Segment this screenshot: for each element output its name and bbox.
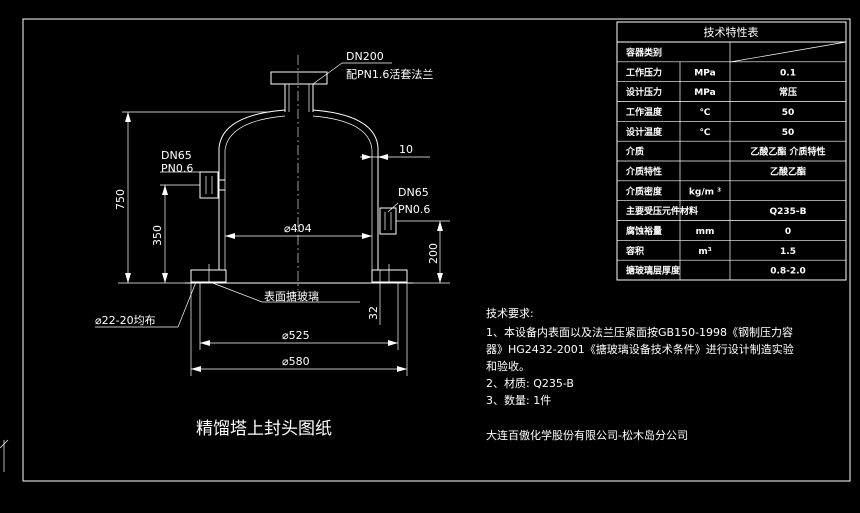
requirements-heading: 技术要求:: [486, 307, 534, 320]
spec-row-name: 主要受压元件材料: [626, 205, 698, 217]
spec-row-value: 50: [782, 108, 795, 118]
dim-580: ⌀580: [282, 355, 310, 368]
requirements-line-1: 1、本设备内表面以及法兰压紧面按GB150-1998《钢制压力容: [486, 325, 793, 339]
drawing-title: 精馏塔上封头图纸: [196, 419, 332, 439]
spec-row-value: 乙酸乙酯: [770, 165, 806, 177]
spec-row-value: 0.8-2.0: [770, 267, 806, 277]
label-dn200: DN200: [346, 50, 384, 63]
label-holes: ⌀22-20均布: [95, 314, 156, 327]
spec-row-value: 乙酸乙酯 介质特性: [750, 146, 825, 158]
spec-row-value: 常压: [779, 86, 797, 98]
label-dn65-right: DN65: [398, 186, 429, 199]
spec-row-name: 腐蚀裕量: [626, 225, 662, 237]
requirements-line-5: 3、数量: 1件: [486, 394, 551, 407]
spec-row-name: 搪玻璃层厚度: [626, 265, 681, 277]
spec-row-value: 0: [785, 227, 791, 237]
technical-requirements: 技术要求: 1、本设备内表面以及法兰压紧面按GB150-1998《钢制压力容 器…: [486, 307, 794, 407]
bottom-flange-left: [190, 269, 227, 283]
spec-table-title: 技术特性表: [704, 25, 759, 39]
top-flange: [270, 71, 328, 85]
spec-row-value: 0.1: [780, 68, 796, 78]
spec-row-name: 设计压力: [626, 86, 662, 98]
spec-row-name: 设计温度: [626, 126, 663, 138]
company-name: 大连百傲化学股份有限公司-松木岛分公司: [486, 428, 688, 442]
spec-row-value: Q235-B: [769, 207, 806, 217]
label-pn-right: PN0.6: [398, 203, 430, 216]
left-nozzle: [199, 171, 219, 199]
ucs-icon: [0, 439, 9, 472]
spec-row-unit: kg/m ³: [689, 187, 721, 197]
bottom-flange-right: [371, 269, 408, 283]
dim-404: ⌀404: [284, 222, 312, 235]
requirements-line-2: 器》HG2432-2001《搪玻璃设备技术条件》进行设计制造实验: [486, 342, 794, 356]
dim-525: ⌀525: [282, 329, 310, 342]
dim-350: 350: [151, 225, 164, 246]
spec-row-unit: MPa: [694, 88, 715, 98]
dim-10: 10: [399, 143, 413, 156]
label-surface: 表面搪玻璃: [264, 289, 319, 303]
dim-32: 32: [367, 306, 380, 320]
label-flange: 配PN1.6活套法兰: [346, 67, 433, 81]
spec-row-value: 1.5: [780, 247, 796, 257]
vessel-head-drawing: [185, 55, 413, 290]
spec-row-unit: ℃: [700, 128, 711, 138]
dim-200: 200: [427, 243, 440, 264]
spec-row-name: 工作温度: [626, 106, 663, 118]
spec-row-unit: ℃: [700, 108, 711, 118]
spec-row-value: 50: [782, 128, 795, 138]
spec-row-name: 介质: [625, 146, 644, 158]
spec-row-unit: mm: [696, 227, 715, 237]
spec-row-name: 容积: [625, 245, 644, 257]
dim-750: 750: [114, 189, 127, 210]
spec-row-unit: MPa: [694, 68, 715, 78]
label-dn65-left: DN65: [161, 149, 192, 162]
requirements-line-4: 2、材质: Q235-B: [486, 376, 574, 390]
drawing-border: [22, 18, 851, 482]
spec-row-name: 容器类别: [625, 46, 662, 58]
spec-row-name: 介质特性: [625, 165, 662, 177]
dimension-lines: [95, 62, 450, 376]
label-pn-left: PN0.6: [161, 162, 193, 175]
requirements-line-3: 和验收。: [486, 359, 530, 373]
spec-row-unit: m³: [698, 247, 711, 257]
spec-row-name: 介质密度: [625, 185, 663, 197]
spec-row-name: 工作压力: [626, 66, 662, 78]
